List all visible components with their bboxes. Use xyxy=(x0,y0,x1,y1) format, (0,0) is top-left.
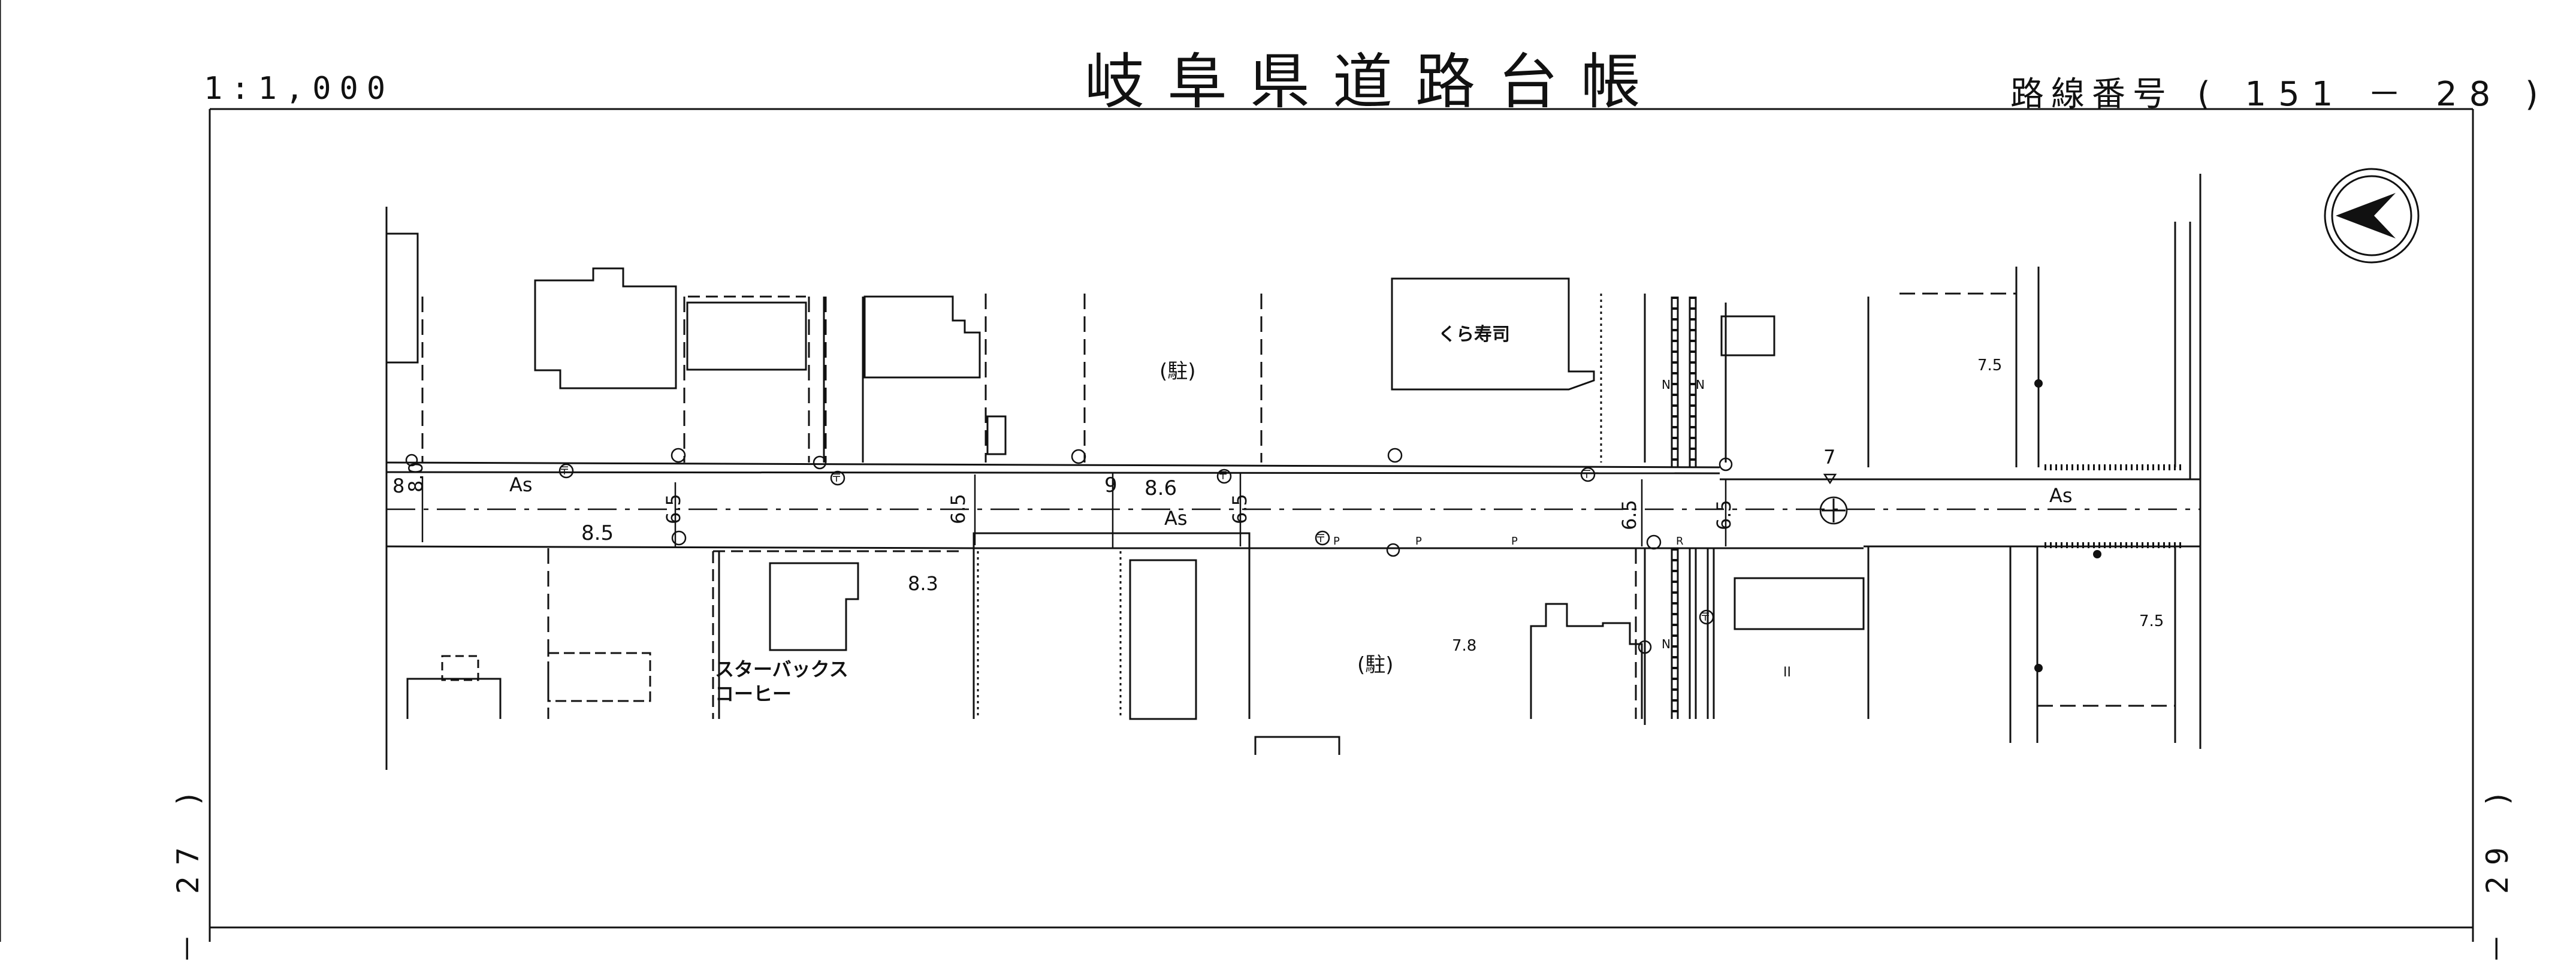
width-8-5: 8.5 xyxy=(581,521,614,545)
mark-p-1: P xyxy=(1333,535,1340,548)
post-mark-2: 〒 xyxy=(831,472,842,485)
post-mark-3: 〒 xyxy=(1218,470,1228,482)
post-mark-4: 〒 xyxy=(1581,469,1592,481)
width-8-6: 8.6 xyxy=(1144,476,1177,500)
road-edges xyxy=(386,461,2200,549)
dot-marker-3 xyxy=(2034,664,2043,672)
dot-marker-1 xyxy=(2034,379,2043,388)
kura-sushi-building xyxy=(1391,277,1595,391)
mark-p-2: P xyxy=(1415,535,1422,548)
starbucks-label-1: スターバックス xyxy=(715,658,848,681)
building-5 xyxy=(1720,315,1775,356)
lot-lines-north xyxy=(421,292,2016,463)
post-mark-1: 〒 xyxy=(559,465,570,478)
width-arrows xyxy=(421,472,1727,548)
mark-ii-1: II xyxy=(1783,665,1791,680)
road-surface-as-3: As xyxy=(2049,484,2073,507)
elevation-8-3: 8.3 xyxy=(908,572,938,595)
starbucks-building xyxy=(769,562,859,651)
elevation-7-8: 7.8 xyxy=(1452,637,1477,655)
width-8-0: 8.0 xyxy=(404,462,427,492)
building-1 xyxy=(534,267,677,389)
width-7: 7 xyxy=(1823,446,1836,469)
post-mark-6: 〒 xyxy=(1700,611,1711,624)
width-8: 8 xyxy=(392,475,405,497)
starbucks-label-2: コーヒー xyxy=(715,682,792,705)
width-6-5-a: 6.5 xyxy=(662,494,685,524)
mark-n-3: N xyxy=(1662,637,1671,651)
adjacent-sheet-left: － 27 ) xyxy=(171,779,206,964)
parking-label-north: (駐) xyxy=(1159,359,1196,383)
map-scale: 1:1,000 xyxy=(204,71,394,107)
building-south-3 xyxy=(406,678,502,719)
building-south-6 xyxy=(1254,736,1340,755)
route-number-block: 路線番号 ( 151 － 28 ) xyxy=(2010,67,2550,116)
building-south-1 xyxy=(547,652,651,702)
width-9: 9 xyxy=(1104,473,1118,497)
north-arrow-icon xyxy=(2336,193,2396,238)
mark-r-1: R xyxy=(1676,535,1684,548)
survey-point-icon xyxy=(1823,473,1837,485)
north-arrow-ring-inner xyxy=(2331,175,2412,256)
route-number: ( 151 － 28 ) xyxy=(2197,75,2550,114)
mark-p-3: P xyxy=(1511,535,1518,548)
building-left-edge xyxy=(385,232,419,364)
width-6-5-b: 6.5 xyxy=(947,494,970,524)
post-mark-5: 〒 xyxy=(1315,533,1326,545)
road-surface-as-1: As xyxy=(509,473,533,496)
building-south-4 xyxy=(973,532,1251,719)
width-6-5-d: 6.5 xyxy=(1618,500,1641,530)
road-surface-as-2: As xyxy=(1164,507,1188,530)
building-3 xyxy=(863,295,981,379)
building-south-2 xyxy=(441,655,479,681)
dot-marker-2 xyxy=(2093,550,2101,558)
road-ledger-map xyxy=(0,0,2474,942)
kura-sushi-label: くら寿司 xyxy=(1438,324,1510,345)
mark-n-2: N xyxy=(1696,377,1705,392)
width-6-5-e: 6.5 xyxy=(1713,500,1735,530)
route-label: 路線番号 xyxy=(2010,75,2173,114)
elevation-7-5-b: 7.5 xyxy=(2139,612,2164,630)
building-4 xyxy=(986,415,1007,455)
building-south-5 xyxy=(1129,559,1197,720)
page-title: 岐阜県道路台帳 xyxy=(1085,47,1663,117)
building-2 xyxy=(686,301,807,371)
parking-label-south: (駐) xyxy=(1357,653,1394,677)
adjacent-sheet-right: － 29 ) xyxy=(2480,779,2515,964)
building-south-7 xyxy=(1530,603,1643,719)
drain-channel xyxy=(1671,297,1697,719)
width-6-5-c: 6.5 xyxy=(1228,494,1251,524)
utility-markers xyxy=(405,448,1848,654)
elevation-7-5-a: 7.5 xyxy=(1977,356,2003,374)
north-arrow-ring xyxy=(2324,168,2420,264)
mark-n-1: N xyxy=(1662,377,1671,392)
building-south-8 xyxy=(1734,577,1865,630)
